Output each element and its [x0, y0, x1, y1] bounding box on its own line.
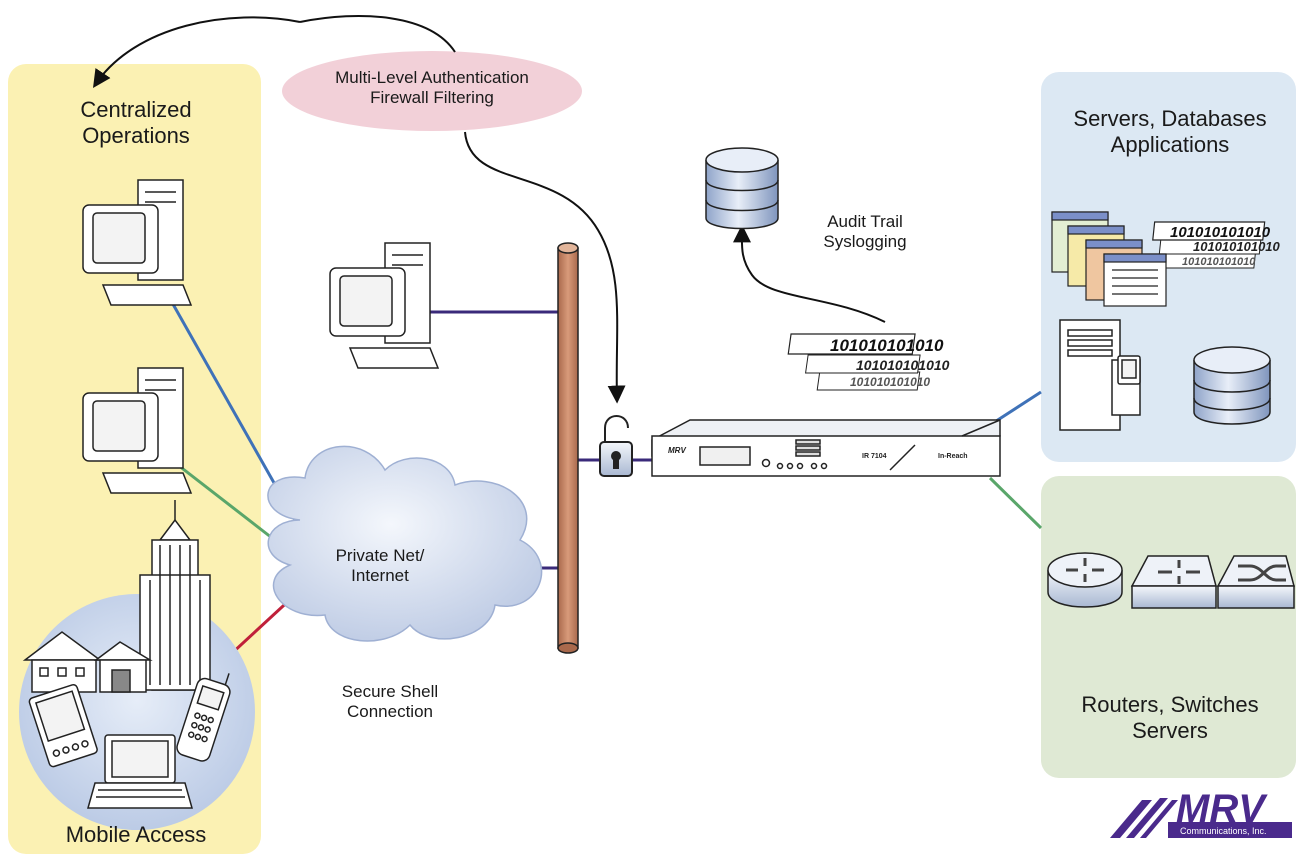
servers-title-line-1: Servers, Databases — [1073, 106, 1267, 131]
mobile-phone-icon — [176, 673, 231, 762]
ssh-line-1: Secure Shell — [341, 682, 439, 701]
audit-database-icon — [705, 147, 779, 230]
cloud-line-1: Private Net/ — [335, 546, 425, 565]
routers-panel — [1041, 476, 1296, 778]
logo-tagline: Communications, Inc. — [1180, 826, 1267, 836]
device-brand: MRV — [668, 446, 686, 455]
audit-line-2: Syslogging — [823, 232, 907, 252]
centralized-title-line-1: Centralized — [80, 97, 192, 122]
centralized-operations-title: Centralized Operations — [36, 97, 236, 150]
house-icon — [22, 631, 153, 693]
server-tower-icon — [1059, 319, 1141, 431]
logo-name: MRV — [1176, 787, 1268, 831]
audit-arrow — [732, 224, 886, 323]
auth-bubble — [282, 51, 582, 131]
routers-title-line-2: Servers — [1132, 718, 1208, 744]
routers-title-line-1: Routers, Switches — [1081, 692, 1259, 717]
mobile-access-title: Mobile Access — [65, 822, 207, 847]
ssh-label: Secure Shell Connection — [320, 682, 460, 723]
router-icon — [1047, 552, 1123, 608]
auth-arrow-left — [93, 16, 301, 88]
audit-label: Audit Trail Syslogging — [800, 212, 930, 253]
auth-bubble-text: Multi-Level Authentication Firewall Filt… — [300, 68, 564, 109]
binary-text-servers-3: 101010101010 — [1182, 256, 1256, 268]
ssh-line-2: Connection — [346, 702, 433, 722]
server-database-icon — [1193, 346, 1271, 425]
audit-line-1: Audit Trail — [827, 212, 903, 231]
auth-connector-top — [299, 15, 456, 53]
auth-line-1: Multi-Level Authentication — [335, 68, 529, 87]
internet-cloud — [267, 445, 543, 642]
servers-title-line-2: Applications — [1110, 132, 1230, 158]
binary-text-audit-1: 101010101010 — [830, 336, 944, 355]
desktop-computer-icon-3 — [329, 242, 440, 369]
lock-icon — [599, 415, 633, 477]
auth-line-2: Firewall Filtering — [370, 88, 494, 108]
in-reach-device — [651, 419, 1001, 477]
applications-windows-icon — [1051, 211, 1167, 307]
routers-title: Routers, Switches Servers — [1050, 692, 1290, 745]
binary-text-audit-3: 101010101010 — [850, 375, 930, 389]
desktop-computer-icon-2 — [82, 367, 193, 494]
cloud-label: Private Net/ Internet — [320, 546, 440, 587]
binary-text-servers-2: 101010101010 — [1193, 239, 1281, 254]
backbone-pipe — [557, 242, 579, 654]
switch-icon — [1216, 555, 1295, 609]
pda-icon — [28, 683, 98, 768]
centralized-title-line-2: Operations — [82, 123, 190, 149]
cloud-line-2: Internet — [351, 566, 409, 586]
binary-stack-audit — [787, 333, 921, 391]
layer3-switch-icon — [1130, 555, 1217, 609]
binary-text-servers-1: 101010101010 — [1170, 224, 1271, 241]
link-pc1-cloud — [163, 289, 297, 521]
device-name: In-Reach — [938, 453, 968, 460]
link-device-routers — [988, 476, 1043, 530]
binary-text-audit-2: 101010101010 — [856, 357, 950, 373]
device-model: IR 7104 — [862, 453, 887, 460]
desktop-computer-icon-1 — [82, 179, 193, 306]
servers-title: Servers, Databases Applications — [1050, 106, 1290, 159]
skyscraper-icon — [139, 500, 211, 691]
mrv-logo — [1110, 798, 1292, 838]
auth-arrow-lock — [464, 131, 626, 404]
link-pc2-cloud — [164, 453, 286, 550]
laptop-icon — [87, 734, 193, 809]
